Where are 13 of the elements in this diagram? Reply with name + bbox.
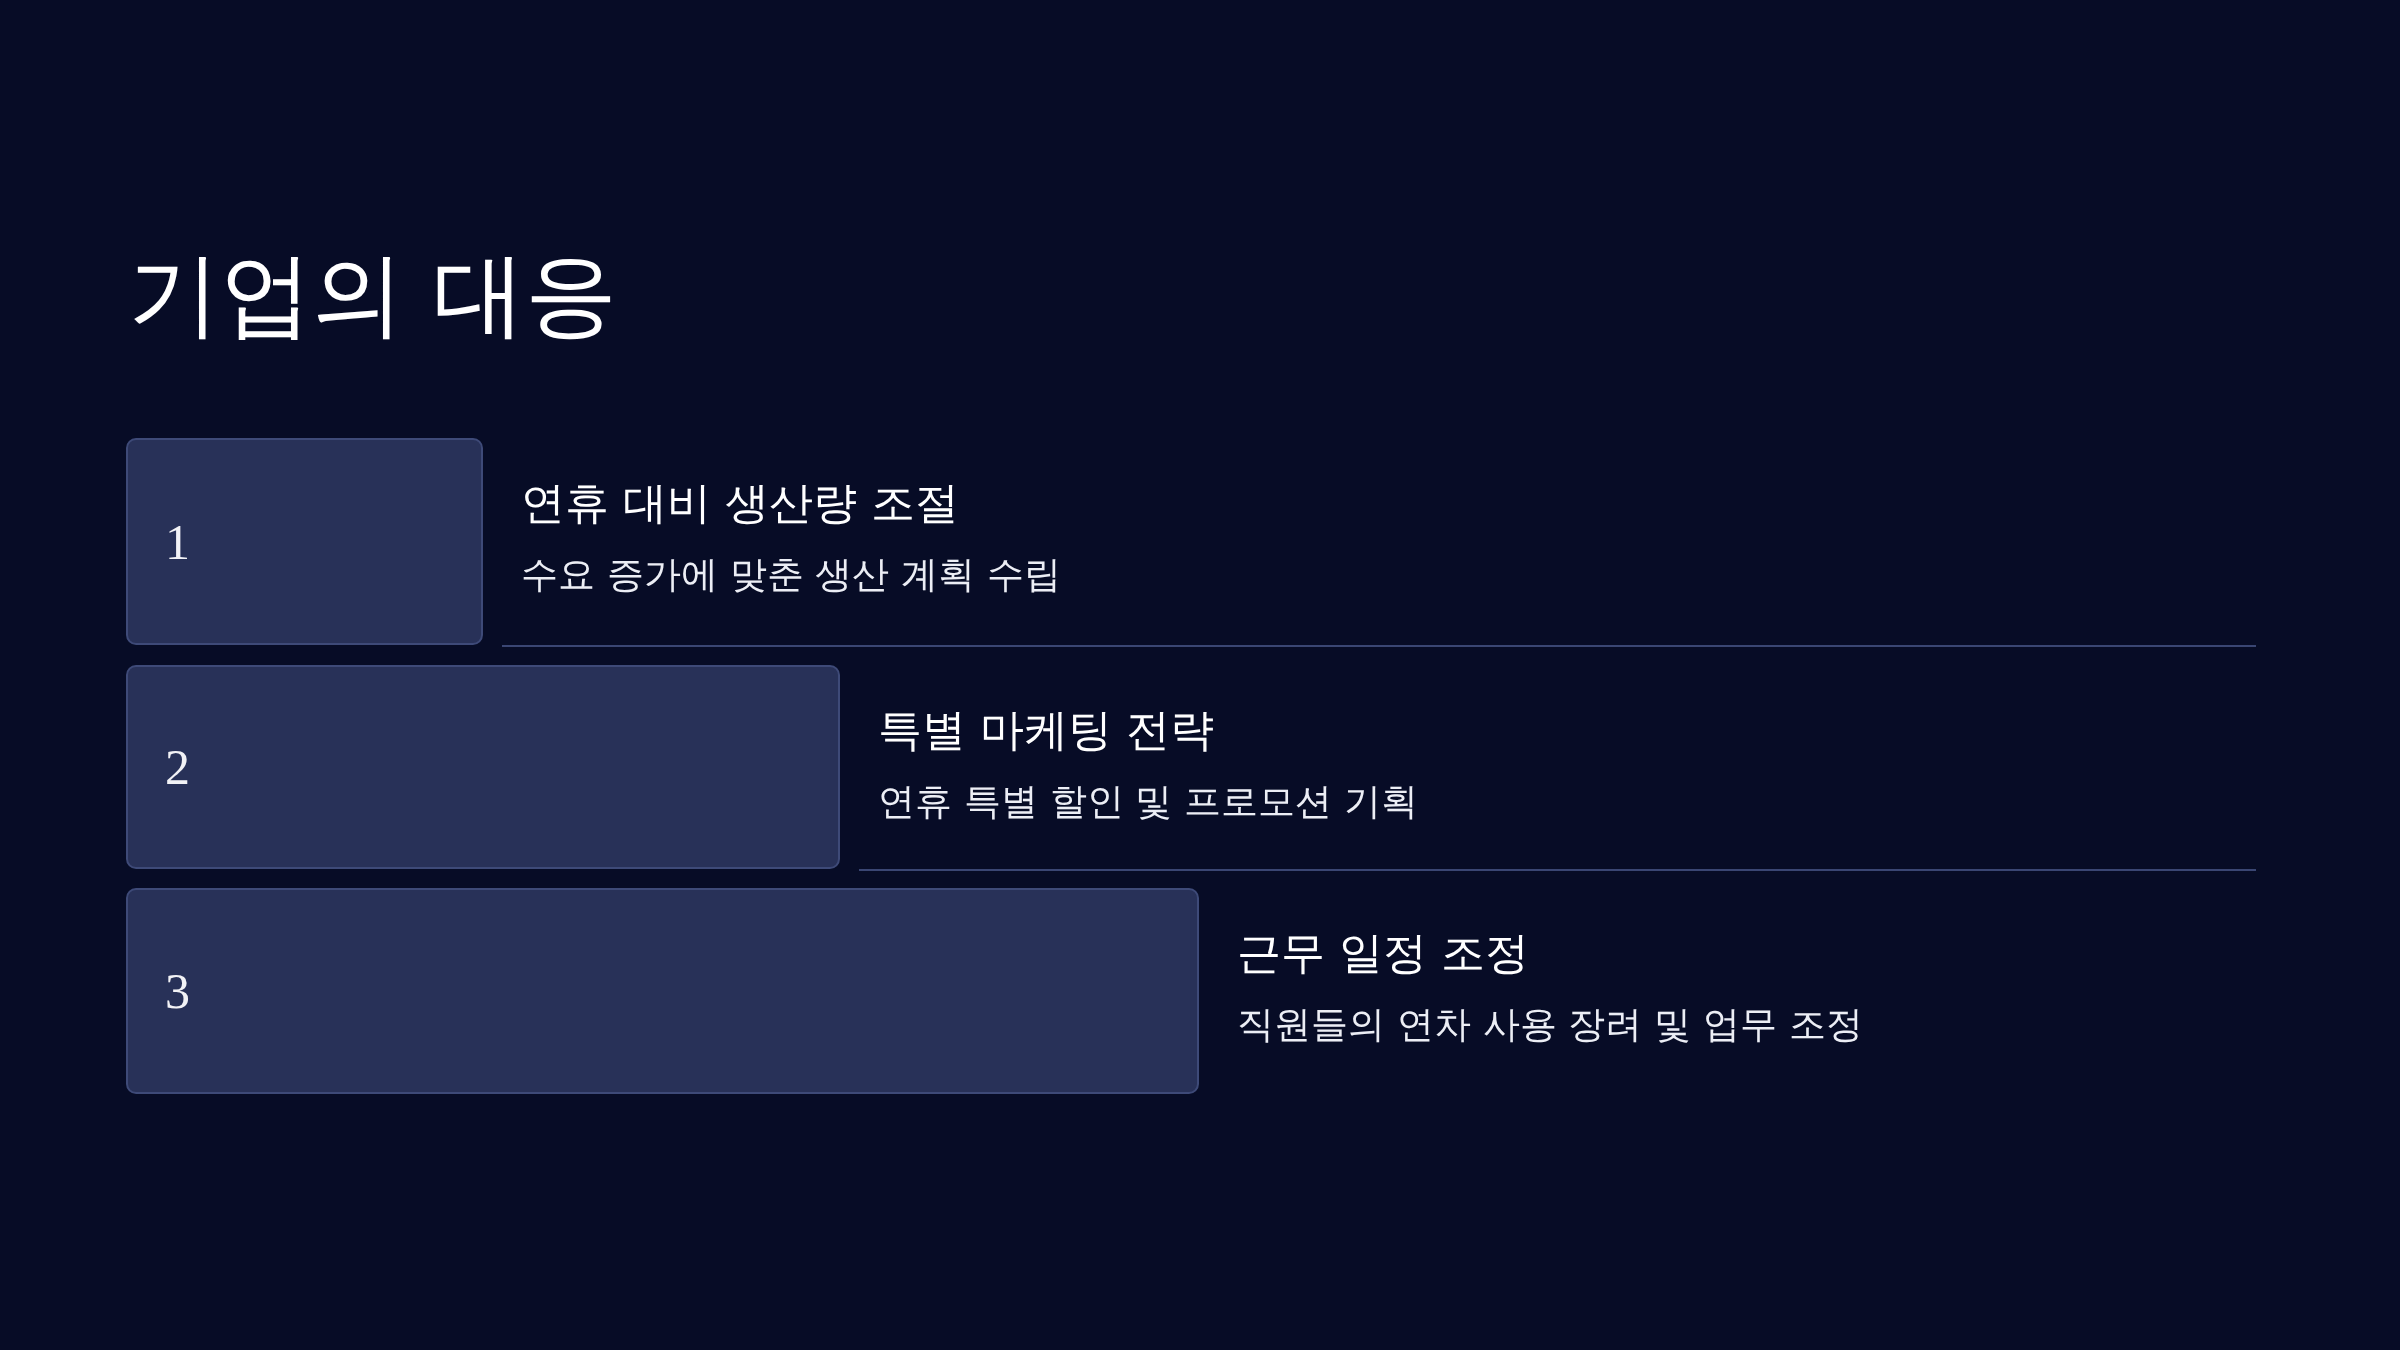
step-box xyxy=(126,665,840,869)
step-heading: 연휴 대비 생산량 조절 xyxy=(521,477,959,530)
step-number: 2 xyxy=(165,742,190,792)
step-heading: 근무 일정 조정 xyxy=(1237,927,1529,980)
step-number: 1 xyxy=(165,516,190,567)
step-heading: 특별 마케팅 전략 xyxy=(878,704,1214,757)
step-box xyxy=(126,438,483,645)
step-description: 수요 증가에 맞춘 생산 계획 수립 xyxy=(521,553,1061,598)
title: 기업의 대응 xyxy=(128,240,618,350)
step-box xyxy=(126,888,1199,1094)
step-description: 직원들의 연차 사용 장려 및 업무 조정 xyxy=(1237,1003,1863,1048)
step-description: 연휴 특별 할인 및 프로모션 기획 xyxy=(878,780,1418,825)
step-number: 3 xyxy=(165,966,190,1016)
